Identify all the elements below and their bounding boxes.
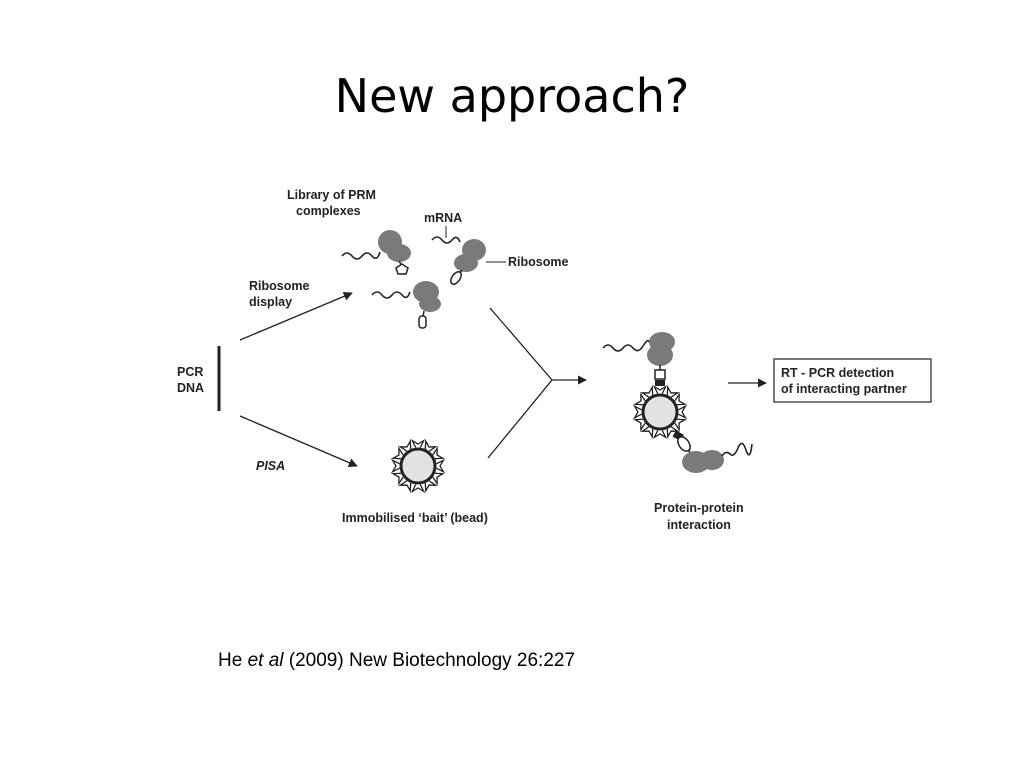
prm-complex-1	[341, 230, 411, 275]
converge-line-top	[489, 307, 553, 381]
converge-line-bottom	[487, 379, 553, 459]
bead-spike	[398, 438, 412, 452]
result-box	[773, 358, 932, 403]
bead-spike	[652, 430, 668, 440]
bead-spike	[652, 384, 668, 394]
pcr-label: PCR	[177, 365, 203, 379]
bead-spike	[436, 458, 446, 474]
bead-spike	[410, 484, 426, 494]
result-label-2: of interacting partner	[781, 382, 907, 396]
interaction-complex	[602, 332, 753, 473]
bead-spike	[640, 426, 654, 440]
dna-label: DNA	[177, 381, 204, 395]
bead-spike	[432, 472, 446, 486]
library-label: Library of PRM	[287, 188, 376, 202]
result-label: RT - PCR detection	[781, 366, 894, 380]
bead-spike	[432, 446, 446, 460]
citation-author: He	[218, 650, 248, 671]
interaction-label-2: interaction	[667, 518, 731, 532]
interaction-label: Protein-protein	[654, 501, 744, 515]
bead-spike	[632, 418, 646, 432]
complexes-label: complexes	[296, 204, 361, 218]
prm-complex-3	[371, 281, 441, 329]
bead-spike	[632, 392, 646, 406]
ribosome-label: Ribosome	[508, 255, 568, 269]
ribosome-display-label: Ribosome	[249, 279, 309, 293]
citation-rest: (2009) New Biotechnology 26:227	[283, 650, 576, 671]
bait-bead	[390, 438, 446, 494]
prm-complex-2	[431, 236, 486, 285]
bead-spike	[390, 458, 400, 474]
bead-spike	[424, 480, 438, 494]
pisa-arrow	[239, 415, 358, 467]
citation: He et al (2009) New Biotechnology 26:227	[218, 650, 575, 672]
bead-spike	[398, 480, 412, 494]
bead-spike	[410, 438, 426, 448]
bead-spike	[678, 404, 688, 420]
bead-spike	[666, 384, 680, 398]
bead-spike	[632, 404, 642, 420]
ribosome-display-arrow	[239, 291, 353, 341]
bead-spike	[424, 438, 438, 452]
pisa-label: PISA	[256, 459, 285, 473]
mrna-label: mRNA	[424, 211, 462, 225]
bead-spike	[640, 384, 654, 398]
bead-spike	[674, 392, 688, 406]
bead-spike	[674, 418, 688, 432]
citation-etal: et al	[247, 650, 284, 671]
slide-title: New approach?	[334, 69, 690, 123]
bait-label: Immobilised ‘bait’ (bead)	[342, 511, 488, 525]
bead-spike	[390, 446, 404, 460]
bead-spike	[666, 426, 680, 440]
display-label: display	[249, 295, 292, 309]
bead-spike	[390, 472, 404, 486]
